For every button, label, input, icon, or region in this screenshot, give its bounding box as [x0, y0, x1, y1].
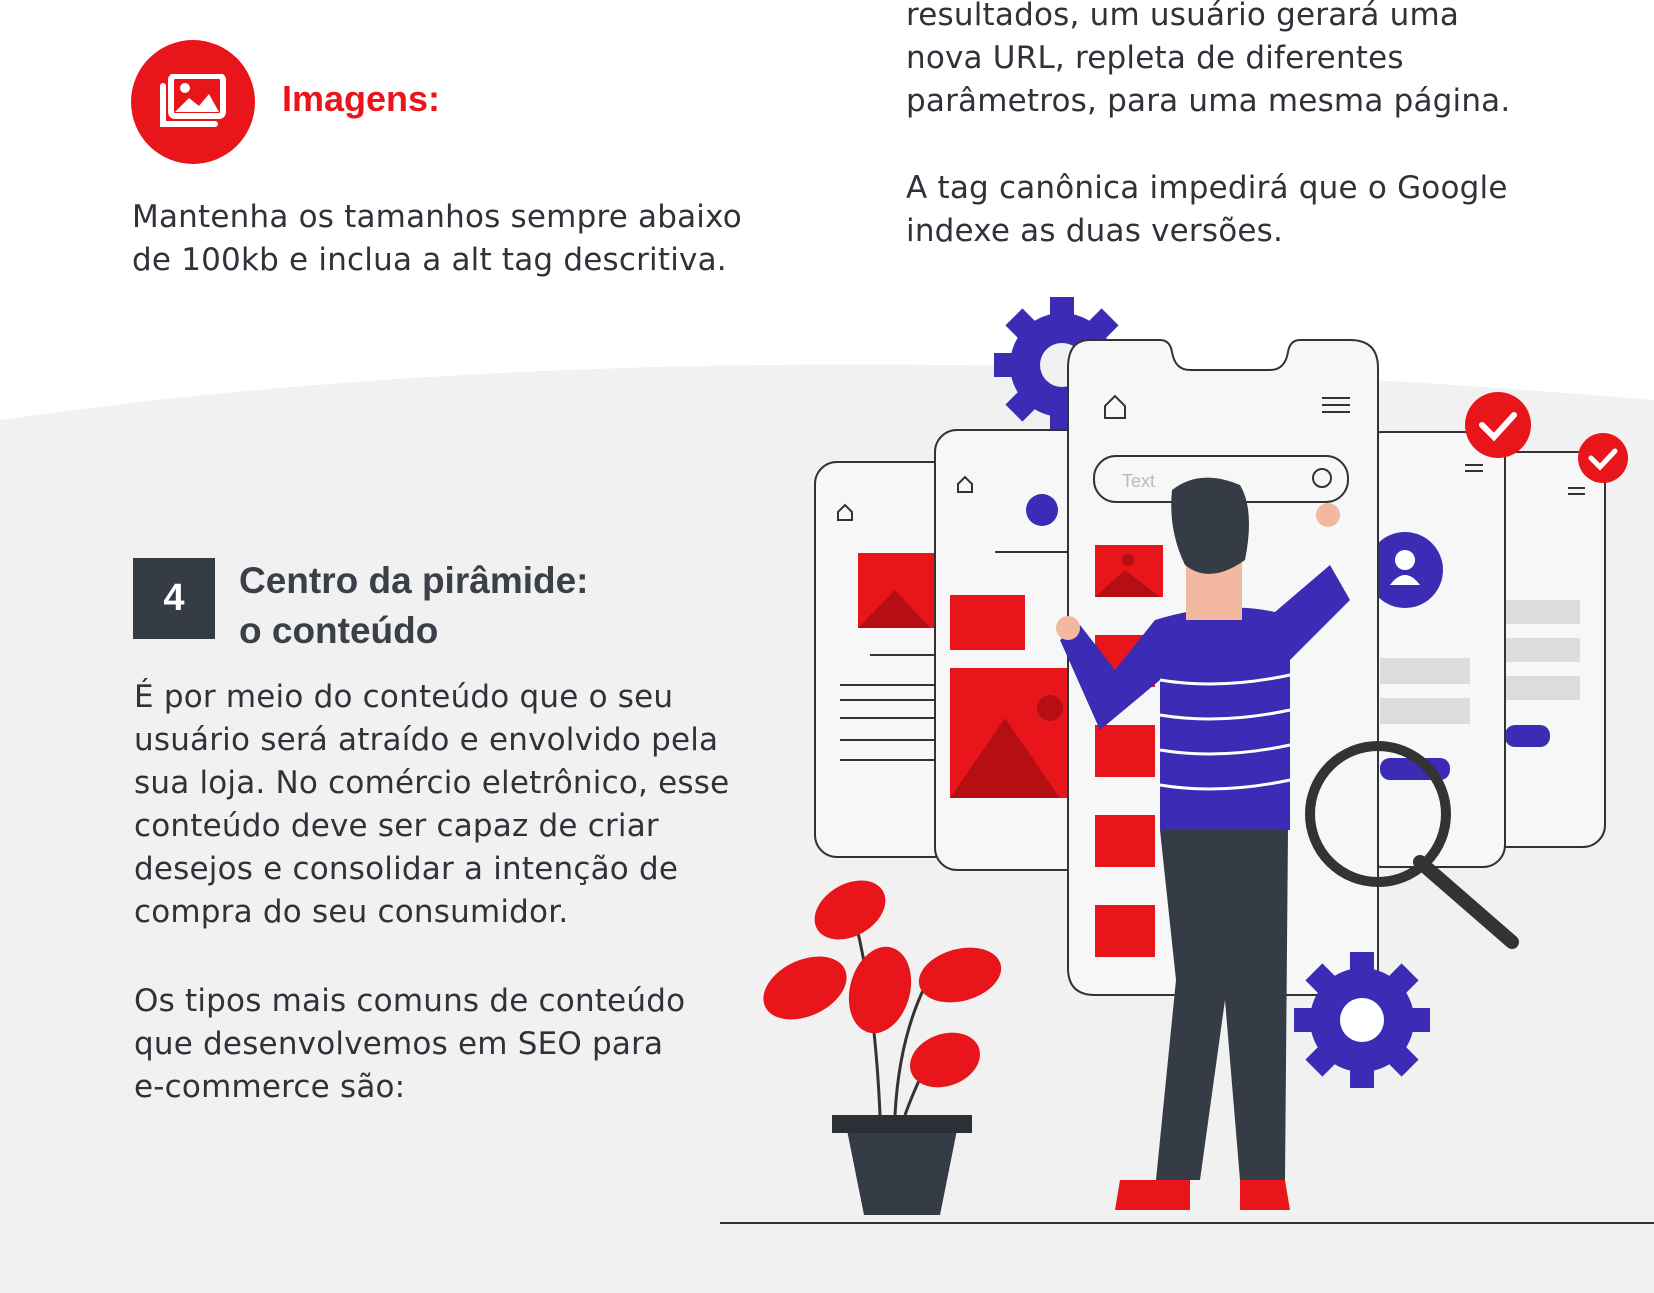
canonical-paragraph-2: A tag canônica impedirá que o Google ind… — [906, 170, 1508, 249]
canonical-paragraph-1: resultados, um usuário gerará uma nova U… — [906, 0, 1511, 119]
images-icon-badge — [131, 40, 255, 164]
section-title: Centro da pirâmide: o conteúdo — [239, 556, 589, 656]
section-number-badge: 4 — [133, 558, 215, 639]
images-icon — [160, 74, 226, 127]
images-heading: Imagens: — [282, 78, 441, 119]
images-text: Mantenha os tamanhos sempre abaixo de 10… — [132, 196, 772, 282]
section-title-line-1: Centro da pirâmide: — [239, 560, 589, 601]
section-title-line-2: o conteúdo — [239, 610, 439, 651]
content-paragraph-1: É por meio do conteúdo que o seu usuário… — [134, 679, 730, 930]
content-text-1: É por meio do conteúdo que o seu usuário… — [134, 676, 774, 934]
content-paragraph-2: Os tipos mais comuns de conteúdo que des… — [134, 983, 686, 1105]
canonical-text-1: resultados, um usuário gerará uma nova U… — [906, 0, 1586, 123]
images-paragraph: Mantenha os tamanhos sempre abaixo de 10… — [132, 199, 742, 278]
canonical-text-2: A tag canônica impedirá que o Google ind… — [906, 167, 1586, 253]
content-text-2: Os tipos mais comuns de conteúdo que des… — [134, 980, 774, 1109]
